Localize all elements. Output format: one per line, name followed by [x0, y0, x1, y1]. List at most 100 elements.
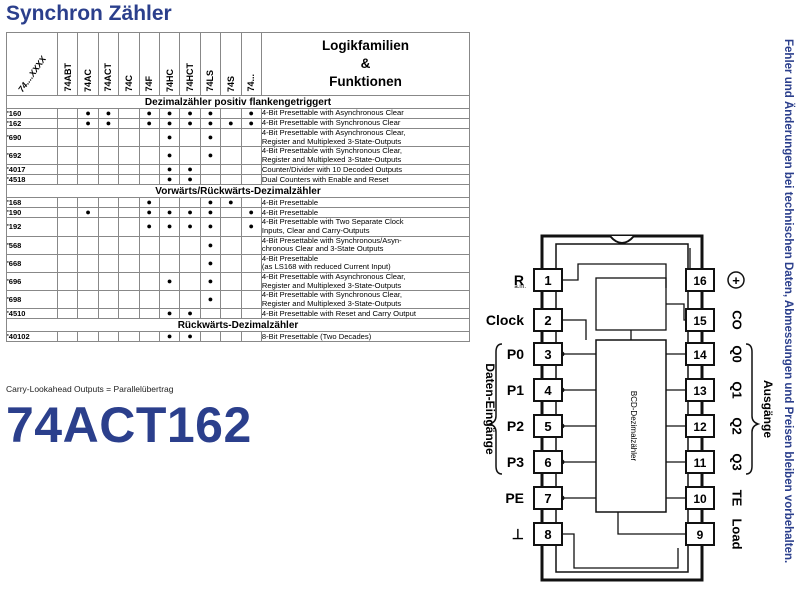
availability-cell	[118, 197, 140, 209]
availability-dot-icon: ●	[207, 108, 214, 118]
description-line: 4-Bit Presettable	[261, 207, 319, 217]
description-line: 4-Bit Presettable with Synchronous/Asyn-	[261, 235, 402, 245]
function-description: 4-Bit Presettable(as LS168 with reduced …	[260, 253, 471, 273]
availability-dot-icon: ●	[146, 207, 152, 218]
availability-dot-icon: ●	[187, 331, 193, 342]
availability-dot-icon: ●	[85, 207, 91, 218]
pin-box	[533, 342, 563, 366]
availability-dot-icon: ●	[187, 174, 193, 185]
availability-cell: ●	[240, 118, 262, 129]
availability-cell	[97, 127, 120, 148]
availability-cell	[118, 146, 140, 166]
availability-cell: ●	[158, 118, 181, 129]
table-row: '160●●●●●●●4-Bit Presettable with Asynch…	[6, 108, 471, 119]
availability-cell: ●	[179, 207, 201, 219]
availability-cell: ●	[199, 290, 222, 310]
availability-cell: ●	[77, 207, 99, 219]
availability-cell	[77, 127, 99, 148]
availability-cell	[97, 146, 120, 166]
table-row: '40102●●8-Bit Presettable (Two Decades)	[6, 331, 471, 343]
availability-cell	[138, 308, 160, 320]
pin: 7PE	[505, 486, 563, 510]
availability-cell	[158, 290, 181, 310]
family-header: 74ACT	[97, 32, 120, 96]
availability-cell	[220, 207, 242, 219]
description-line: 4-Bit Presettable with Synchronous Clear…	[261, 290, 403, 300]
description-line: 4-Bit Presettable with Two Separate Cloc…	[261, 217, 404, 227]
availability-cell: ●	[220, 118, 242, 129]
availability-cell: ●	[199, 118, 222, 129]
availability-cell: ●	[199, 217, 222, 237]
pin-box	[685, 268, 715, 292]
table-row: '192●●●●●4-Bit Presettable with Two Sepa…	[6, 217, 471, 237]
table-row: '568●4-Bit Presettable with Synchronous/…	[6, 235, 471, 255]
availability-cell	[77, 174, 99, 186]
availability-cell: ●	[158, 127, 181, 148]
availability-dot-icon: ●	[85, 118, 91, 128]
availability-dot-icon: ●	[85, 108, 91, 118]
availability-cell	[220, 271, 242, 292]
availability-cell	[77, 164, 99, 176]
pin-label: P2	[507, 418, 524, 434]
function-description: 4-Bit Presettable with Synchronous Clear…	[260, 146, 471, 166]
table-row: '690●●4-Bit Presettable with Asynchronou…	[6, 127, 471, 148]
description-line: 4-Bit Presettable	[261, 253, 319, 263]
availability-cell	[158, 235, 181, 255]
availability-cell	[97, 253, 120, 273]
availability-cell: ●	[138, 108, 160, 119]
availability-cell	[56, 108, 79, 119]
availability-dot-icon: ●	[105, 118, 112, 128]
availability-cell: ●	[199, 127, 222, 148]
side-disclaimer: Fehler und Änderungen bei technischen Da…	[782, 38, 794, 564]
pin: 16+	[685, 268, 745, 292]
input-brace	[487, 343, 503, 475]
availability-dot-icon: ●	[166, 174, 173, 185]
pinout-diagram: BCD-Dezimalzähler 1Ra.m.2Clock3P04P15P26…	[483, 234, 774, 582]
package-inner	[555, 243, 689, 573]
pin-number: 5	[544, 419, 551, 434]
pin-label: P0	[507, 346, 524, 362]
description-line: Inputs, Clear and Carry-Outputs	[261, 225, 370, 235]
availability-dot-icon: ●	[166, 164, 173, 175]
availability-cell	[240, 197, 262, 209]
function-description: 4-Bit Presettable with Two Separate Cloc…	[260, 217, 471, 237]
availability-cell: ●	[138, 207, 160, 219]
availability-cell: ●	[199, 253, 222, 273]
left-group-label: Daten-Eingänge	[483, 363, 497, 455]
pin-number: 11	[694, 456, 707, 470]
availability-cell: ●	[138, 197, 160, 209]
description-line: 4-Bit Presettable with Asynchronous Clea…	[261, 108, 404, 118]
availability-dot-icon: ●	[207, 294, 214, 305]
availability-cell	[118, 308, 140, 320]
table-row: '4017●●Counter/Divider with 10 Decoded O…	[6, 164, 471, 176]
availability-cell	[220, 146, 242, 166]
pin-box	[533, 486, 563, 510]
pin-label: Q3	[730, 453, 745, 470]
part-number-cell: '696	[6, 271, 58, 292]
availability-cell	[56, 217, 79, 237]
description-line: Register and Multiplexed 3-State-Outputs	[261, 280, 402, 290]
availability-cell	[77, 253, 99, 273]
availability-cell	[138, 127, 160, 148]
availability-cell	[138, 331, 160, 343]
part-number-cell: '162	[6, 118, 58, 129]
pin-number: 3	[544, 347, 551, 362]
availability-dot-icon: ●	[187, 221, 193, 232]
package-outline	[540, 234, 704, 582]
pin-box	[685, 414, 715, 438]
table-row: '190●●●●●●4-Bit Presettable	[6, 207, 471, 219]
pin-number: 1	[544, 273, 551, 288]
availability-cell: ●	[240, 217, 262, 237]
pin-label: ⊥	[512, 526, 524, 542]
chip-label: BCD-Dezimalzähler	[629, 391, 638, 462]
table-row: '692●●4-Bit Presettable with Synchronous…	[6, 146, 471, 166]
pin-box	[685, 450, 715, 474]
availability-cell: ●	[179, 217, 201, 237]
pin: 11 Q3	[685, 450, 745, 474]
availability-cell	[240, 308, 262, 320]
